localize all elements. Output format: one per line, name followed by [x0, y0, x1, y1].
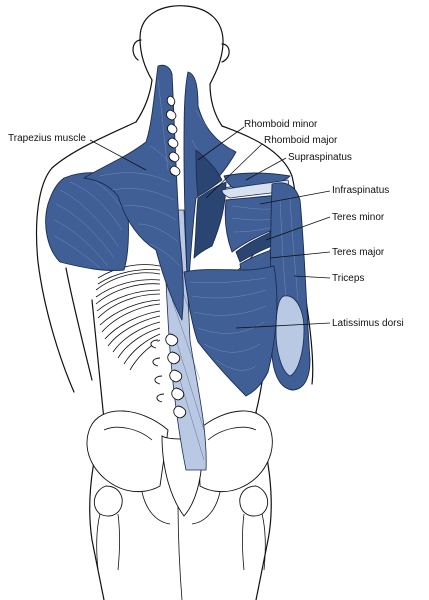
leader-lines [89, 126, 331, 329]
label-triceps: Triceps [332, 273, 364, 284]
rhomboid-minor [195, 149, 223, 197]
leader-rhomboid-major [205, 143, 263, 199]
label-teres-major: Teres major [332, 247, 385, 258]
label-rhomboid-minor: Rhomboid minor [244, 119, 318, 130]
latissimus-fibers [189, 277, 267, 371]
label-trapezius: Trapezius muscle [8, 133, 86, 144]
labels: Trapezius muscle Rhomboid minor Rhomboid… [8, 119, 404, 329]
leader-infraspinatus [259, 190, 331, 205]
leader-teres-major [269, 251, 331, 259]
leader-supraspinatus [245, 157, 287, 181]
leader-triceps [293, 275, 331, 279]
label-supraspinatus: Supraspinatus [288, 152, 352, 163]
leader-trapezius [89, 139, 147, 171]
label-infraspinatus: Infraspinatus [332, 185, 389, 196]
leader-latissimus-dorsi [235, 322, 331, 329]
leader-teres-minor [265, 216, 331, 241]
label-latissimus-dorsi: Latissimus dorsi [332, 318, 404, 329]
vertebral-column [150, 95, 187, 419]
label-rhomboid-major: Rhomboid major [264, 135, 338, 146]
latissimus-dorsi [183, 265, 278, 397]
leader-rhomboid-minor [197, 126, 245, 161]
label-teres-minor: Teres minor [332, 212, 385, 223]
